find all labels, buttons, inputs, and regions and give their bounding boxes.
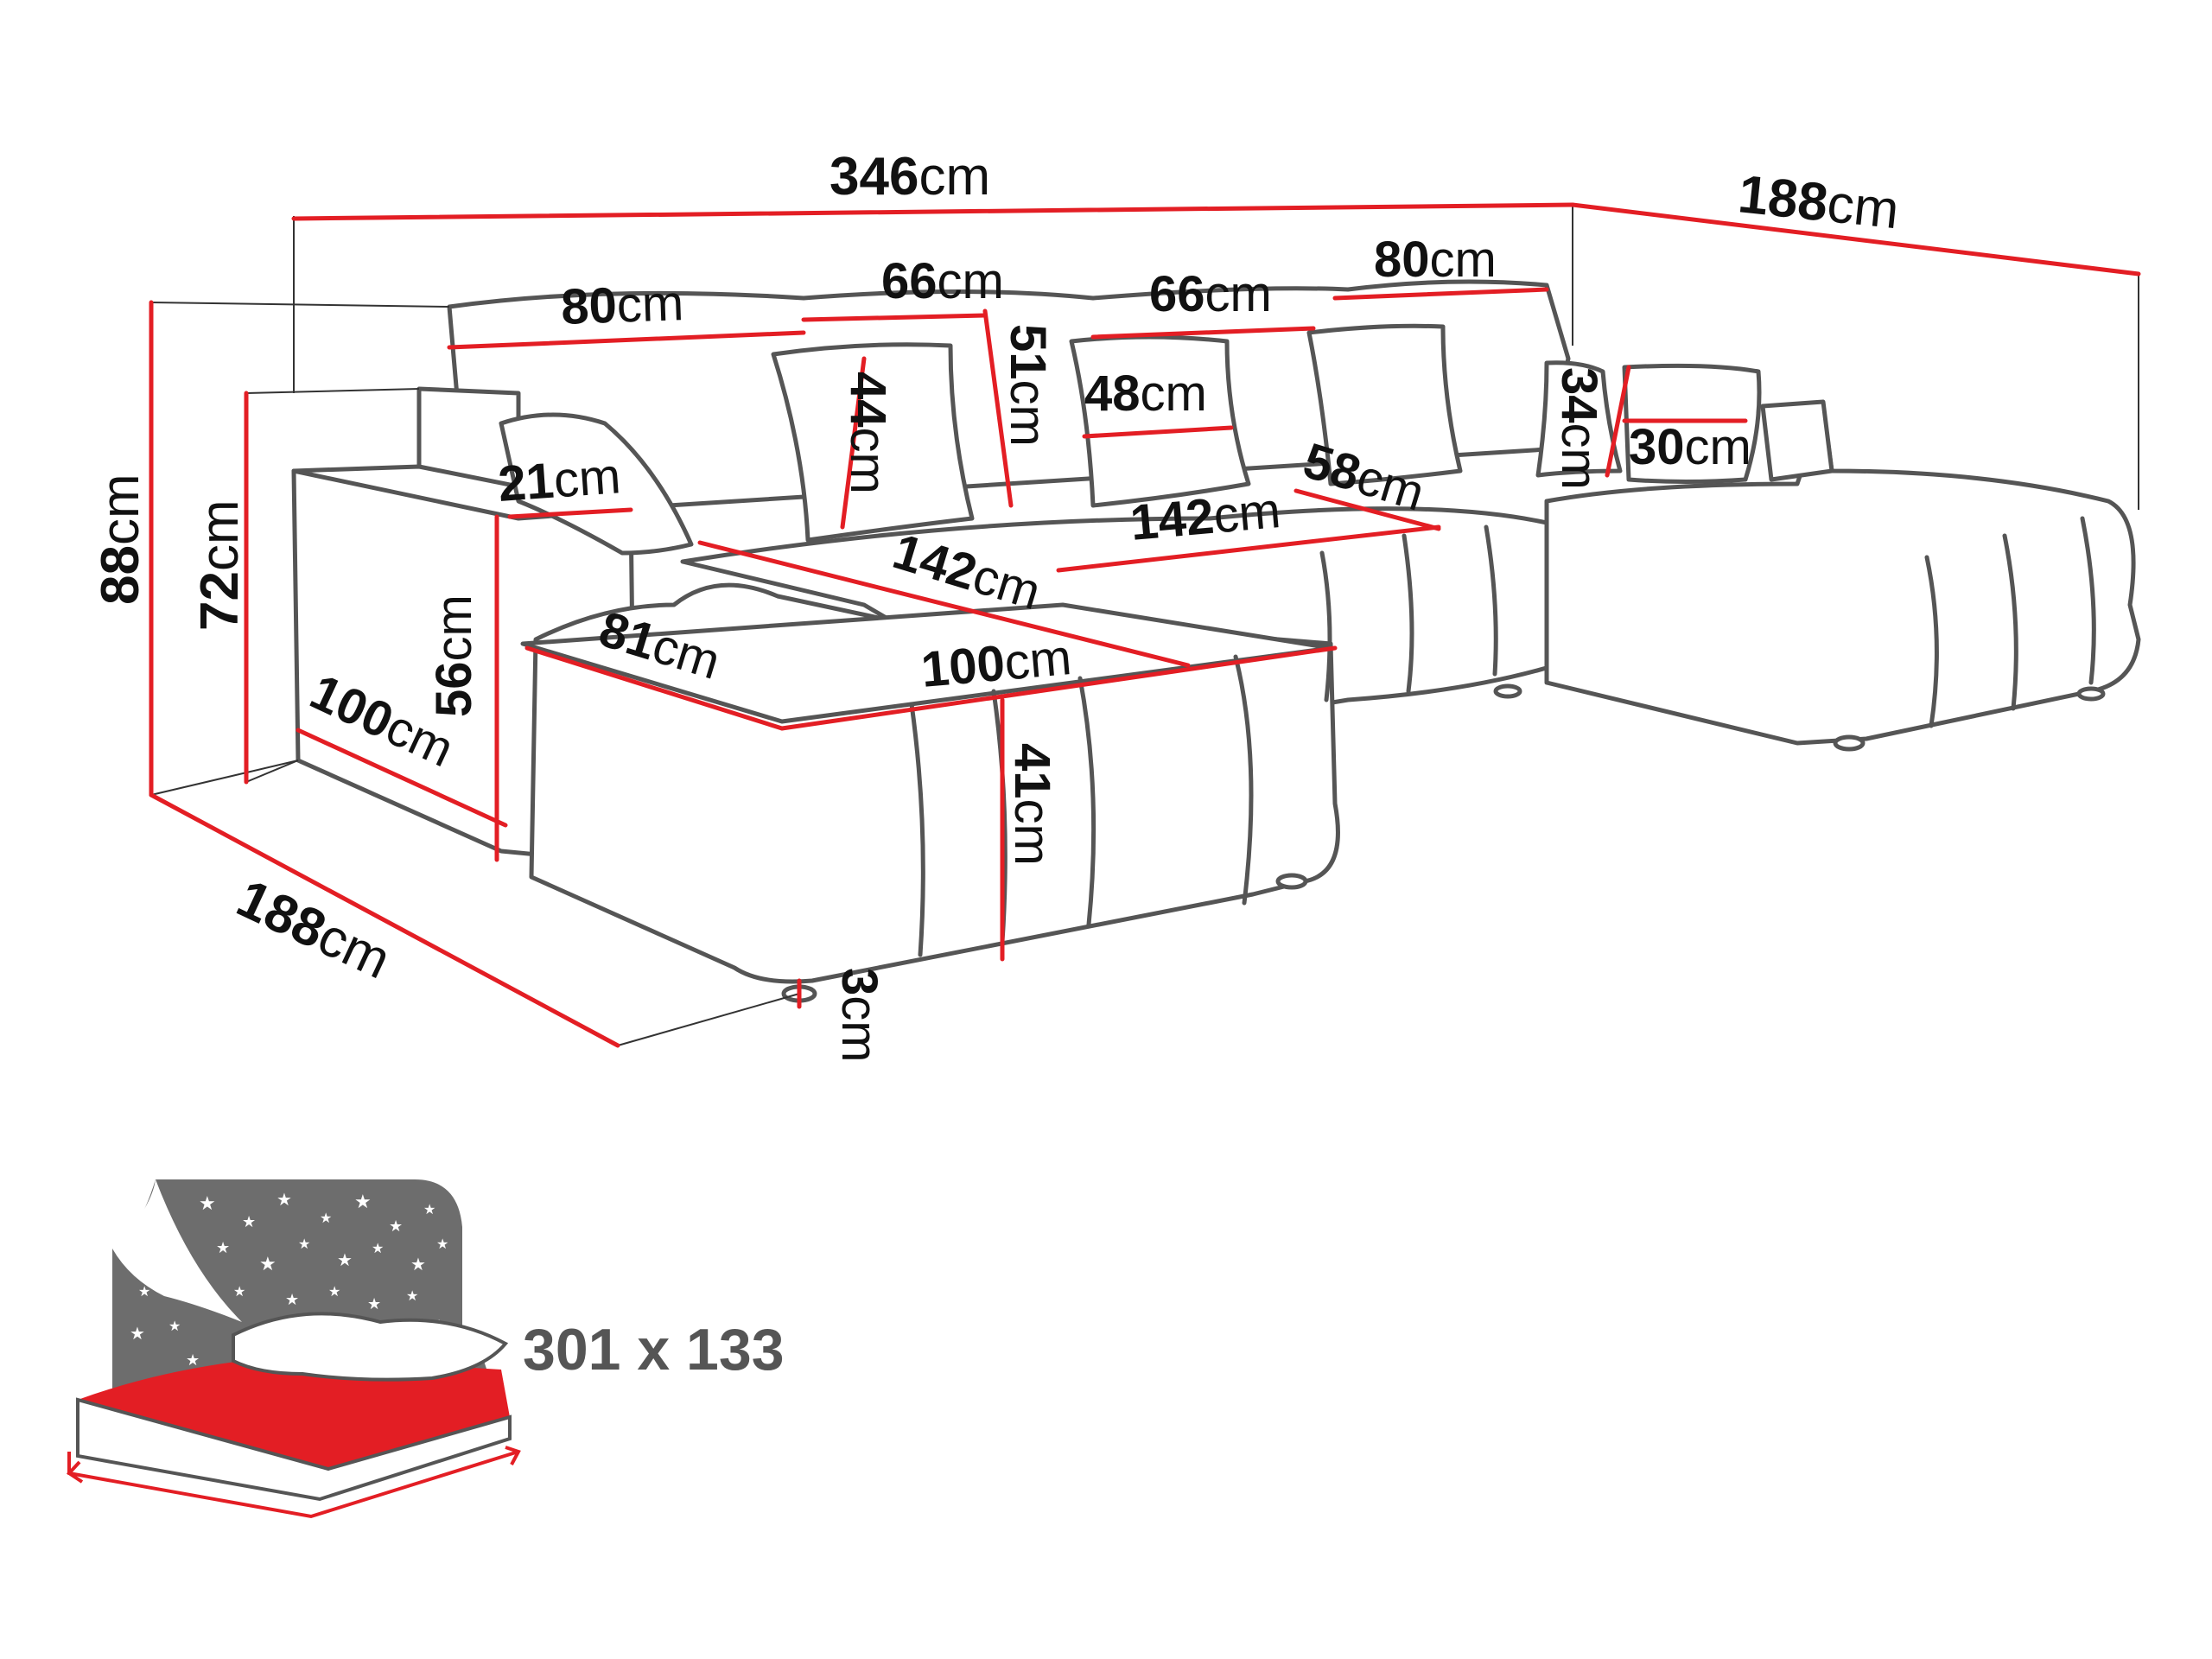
label-total-height: 88cm	[91, 474, 150, 605]
dim-line-back-2	[801, 313, 988, 322]
svg-text:★: ★	[186, 1351, 200, 1369]
pillows	[499, 323, 1762, 556]
dim-line-back-height	[982, 308, 1014, 508]
label-armrest-width: 21cm	[496, 448, 622, 512]
label-pillow-large-height: 44cm	[840, 372, 896, 494]
dim-line-back-3	[1090, 326, 1316, 340]
label-back-cushion-2: 66cm	[881, 253, 1004, 309]
dim-line-pillow-height	[840, 356, 867, 530]
dim-line-pillow-width	[1082, 425, 1234, 439]
bed-pillow-icon	[232, 1312, 509, 1382]
dim-line-chaise-width	[524, 645, 785, 731]
dim-line-seat-depth-right	[1294, 488, 1441, 531]
dim-line-seat-depth-left	[697, 540, 1191, 668]
svg-text:★: ★	[259, 1253, 276, 1274]
svg-text:★: ★	[233, 1285, 245, 1300]
label-seat-depth-middle: 142cm	[1128, 482, 1282, 551]
label-pillow-small-height: 34cm	[1551, 367, 1607, 490]
extension-lines	[150, 203, 2139, 1046]
svg-text:★: ★	[320, 1211, 332, 1226]
pillow-small-2	[1622, 363, 1762, 484]
label-pillow-small-width: 30cm	[1629, 419, 1751, 475]
svg-text:★: ★	[242, 1213, 256, 1230]
svg-text:★: ★	[406, 1289, 418, 1304]
dim-line-small-pillow-height	[1605, 365, 1631, 478]
dim-line-seat-depth-middle	[1056, 524, 1441, 573]
sofa-leg	[1493, 683, 1522, 699]
svg-text:★: ★	[130, 1325, 145, 1344]
mattress-side	[76, 1397, 512, 1502]
sofa-leg	[2076, 686, 2106, 702]
bed-width-arrow	[67, 1450, 519, 1519]
svg-text:★: ★	[337, 1251, 353, 1270]
label-armrest-height: 72cm	[190, 499, 250, 631]
label-leg-height: 3cm	[831, 968, 887, 1063]
svg-text:★: ★	[328, 1285, 340, 1300]
dim-line-left-depth	[149, 792, 620, 1048]
pillow-2	[1069, 334, 1251, 508]
svg-text:★: ★	[285, 1291, 299, 1308]
sleeping-function-icon: ★ ★ ★ ★ ★ ★ ★ ★ ★ ★ ★ ★ ★ ★ ★ ★ ★ ★ ★ ★ …	[66, 1179, 521, 1519]
svg-text:★: ★	[389, 1217, 403, 1235]
label-pillow-large-width: 48cm	[1084, 365, 1207, 422]
sofa-backrest	[447, 279, 1571, 521]
label-chaise-front: 100cm	[918, 629, 1073, 698]
svg-text:★: ★	[199, 1192, 216, 1214]
svg-text:★: ★	[436, 1237, 448, 1252]
label-back-cushion-height: 51cm	[1000, 324, 1056, 447]
dim-line-back-1	[447, 330, 806, 350]
svg-text:★: ★	[372, 1242, 384, 1256]
pillow-lounge	[499, 412, 694, 556]
label-seat-height: 41cm	[1004, 743, 1060, 866]
svg-text:★: ★	[298, 1237, 310, 1252]
pillow-1	[771, 342, 975, 543]
moon-icon	[112, 1179, 242, 1322]
svg-text:★: ★	[168, 1319, 181, 1334]
dim-line-armrest-length	[296, 728, 508, 828]
dim-line-right-depth	[1570, 202, 2141, 276]
sofa-right-armrest	[1760, 399, 1834, 482]
dim-line-back-4	[1332, 287, 1549, 301]
pillow-3	[1306, 323, 1463, 486]
sofa-leg	[1275, 873, 1308, 890]
dimension-lines	[149, 202, 2141, 1048]
pillow-small	[1535, 360, 1623, 478]
dimension-labels: 346cm 188cm 188cm 88cm 72cm 80cm 66cm 66…	[91, 147, 1902, 1063]
svg-text:★: ★	[354, 1191, 372, 1212]
sofa-right-chaise	[1544, 404, 2141, 746]
svg-text:★: ★	[423, 1203, 435, 1217]
label-back-cushion-4: 80cm	[1374, 232, 1497, 288]
sofa-outline	[291, 279, 2141, 1003]
label-back-cushion-1: 80cm	[560, 275, 684, 335]
label-total-width: 346cm	[830, 147, 990, 207]
dim-line-chaise-front	[779, 645, 1338, 731]
label-back-cushion-3: 66cm	[1149, 266, 1272, 322]
stars: ★ ★ ★ ★ ★ ★ ★ ★ ★ ★ ★ ★ ★ ★ ★ ★ ★ ★ ★ ★ …	[130, 1191, 448, 1369]
svg-text:★: ★	[410, 1255, 426, 1274]
label-right-depth: 188cm	[1736, 164, 1902, 240]
label-left-depth: 188cm	[228, 868, 399, 990]
svg-text:★: ★	[276, 1191, 292, 1210]
svg-text:★: ★	[367, 1295, 381, 1313]
sofa-leg	[1833, 734, 1866, 752]
svg-text:★: ★	[216, 1239, 230, 1256]
dim-line-total-width	[291, 202, 1575, 221]
svg-text:★: ★	[138, 1285, 150, 1300]
dim-line-armrest-width	[507, 507, 633, 519]
bed-size-label: 301 x 133	[523, 1317, 785, 1382]
label-armrest-inner-height: 56cm	[426, 594, 482, 717]
